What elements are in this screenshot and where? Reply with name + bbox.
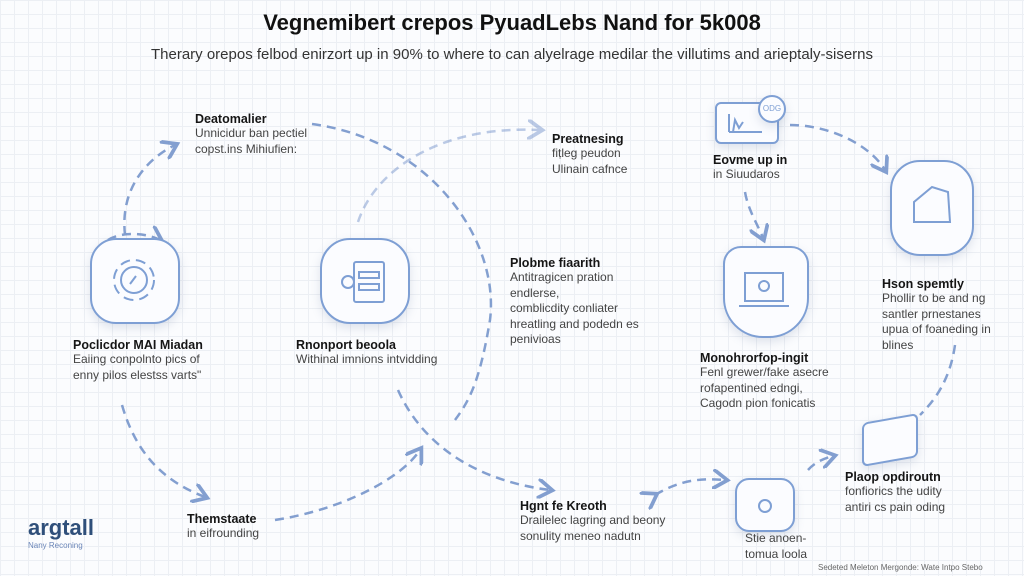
arrow-mid-up	[356, 130, 540, 223]
hexagon-hand-icon	[890, 160, 974, 256]
node-title: Deatomalier	[195, 112, 267, 126]
node-desc: Stie anoen-	[745, 531, 807, 545]
node-desc: Eaiing conpolnto pics of	[73, 352, 200, 366]
footer-text: Sedeted Meleton Mergonde: Wate Intpo Ste…	[818, 563, 983, 572]
node-stie: Stie anoen- tomua loola	[745, 531, 807, 562]
network-hub-icon	[90, 238, 180, 324]
page-subtitle: Therary orepos felbod enirzort up in 90%…	[150, 46, 874, 63]
node-desc: copst.ins Mihiufien:	[195, 141, 298, 156]
node-desc: Drailelec lagring and beony	[520, 513, 666, 527]
node-title: Plaop opdiroutn	[845, 470, 941, 484]
node-desc: hreatling and podedn es	[510, 316, 639, 331]
node-title: Poclicdor MAI Miadan	[73, 338, 203, 352]
node-rnonport: Rnonport beoola Withinal imnions intvidd…	[296, 338, 437, 368]
node-desc: endlerse,	[510, 285, 560, 300]
node-desc: fiṭleg peudon	[552, 146, 621, 160]
node-desc: Unnicidur ban pectiel	[195, 126, 308, 140]
node-poclicdor: Poclicdor MAI Miadan Eaiing conpolnto pi…	[73, 338, 203, 383]
node-desc: antiri cs pain oding	[845, 499, 946, 514]
node-preatnesing: Preatnesing fiṭleg peudon Ulinain cafnce	[552, 132, 627, 177]
node-desc: Ulinain cafnce	[552, 161, 628, 176]
document-form-icon	[320, 238, 410, 324]
node-desc: Withinal imnions intvidding	[296, 352, 438, 366]
node-desc: rofapentined edngi,	[700, 380, 803, 395]
arrow-chart-hex	[789, 123, 885, 170]
node-title: Eovme up in	[713, 153, 788, 167]
node-plaop: Plaop opdiroutn fonfiorics the udity ant…	[845, 470, 945, 515]
arrow-left-up	[123, 145, 175, 236]
node-monohror: Monohrorfop-ingit Fenl grewer/fake asecr…	[700, 351, 829, 412]
page-title: Vegnemibert crepos PyuadLebs Nand for 5k…	[263, 10, 761, 35]
node-desc: penivioas	[510, 332, 561, 346]
node-title: Preatnesing	[552, 132, 624, 146]
node-desc: enny pilos elestss varts"	[73, 367, 202, 382]
arrow-hson-down	[919, 344, 957, 416]
node-title: Monohrorfop-ingit	[700, 351, 809, 365]
node-desc: santler prnestanes	[882, 306, 981, 321]
node-themstaate: Themstaate in eifrounding	[187, 512, 259, 542]
arrow-mid-down	[396, 389, 550, 490]
node-plobme: Plobme fiaarith Antitragicen pration end…	[510, 256, 639, 348]
arrow-hgnt-box	[655, 479, 725, 495]
arrow-big-arc	[311, 122, 493, 421]
laptop-icon	[723, 246, 809, 338]
node-desc: in Siuudaros	[713, 167, 780, 181]
node-title: Themstaate	[187, 512, 257, 526]
node-hgnt: Hgnt fe Kreoth Drailelec lagring and beo…	[520, 499, 665, 544]
node-desc: Phollir to be and ng	[882, 291, 986, 305]
node-desc: upua of foaneding in	[882, 322, 991, 336]
node-hson: Hson spemtly Phollir to be and ng santle…	[882, 277, 991, 353]
node-desc: Cagodn pion fonicatis	[700, 396, 816, 410]
node-title: Hgnt fe Kreoth	[520, 499, 607, 513]
arrow-chart-down	[743, 191, 763, 238]
node-desc: Fenl grewer/fake asecre	[700, 365, 829, 379]
node-deatomalier: Deatomalier Unnicidur ban pectiel copst.…	[195, 112, 307, 157]
logo-name: argtall	[28, 515, 95, 540]
node-eovme: Eovme up in in Siuudaros	[713, 153, 787, 183]
node-desc: comblicdity conliater	[510, 301, 619, 315]
arrow-left-down	[120, 404, 205, 497]
node-title: Plobme fiaarith	[510, 256, 601, 270]
node-title: Rnonport beoola	[296, 338, 396, 352]
arrow-plaop-up	[807, 456, 833, 471]
node-desc: tomua loola	[745, 546, 808, 561]
logo: argtall Nany Reconing	[28, 515, 94, 550]
box-eye-icon	[735, 478, 795, 532]
logo-tagline: Nany Reconing	[28, 541, 83, 550]
node-desc: Antitragicen pration	[510, 270, 614, 284]
node-desc: blines	[882, 337, 914, 352]
node-desc: in eifrounding	[187, 526, 260, 540]
arrow-theme-up	[274, 450, 420, 522]
node-title: Hson spemtly	[882, 277, 964, 291]
node-desc: fonfiorics the udity	[845, 484, 942, 498]
node-desc: sonulity meneo nadutn	[520, 528, 641, 543]
badge-icon: ODG	[758, 95, 786, 123]
